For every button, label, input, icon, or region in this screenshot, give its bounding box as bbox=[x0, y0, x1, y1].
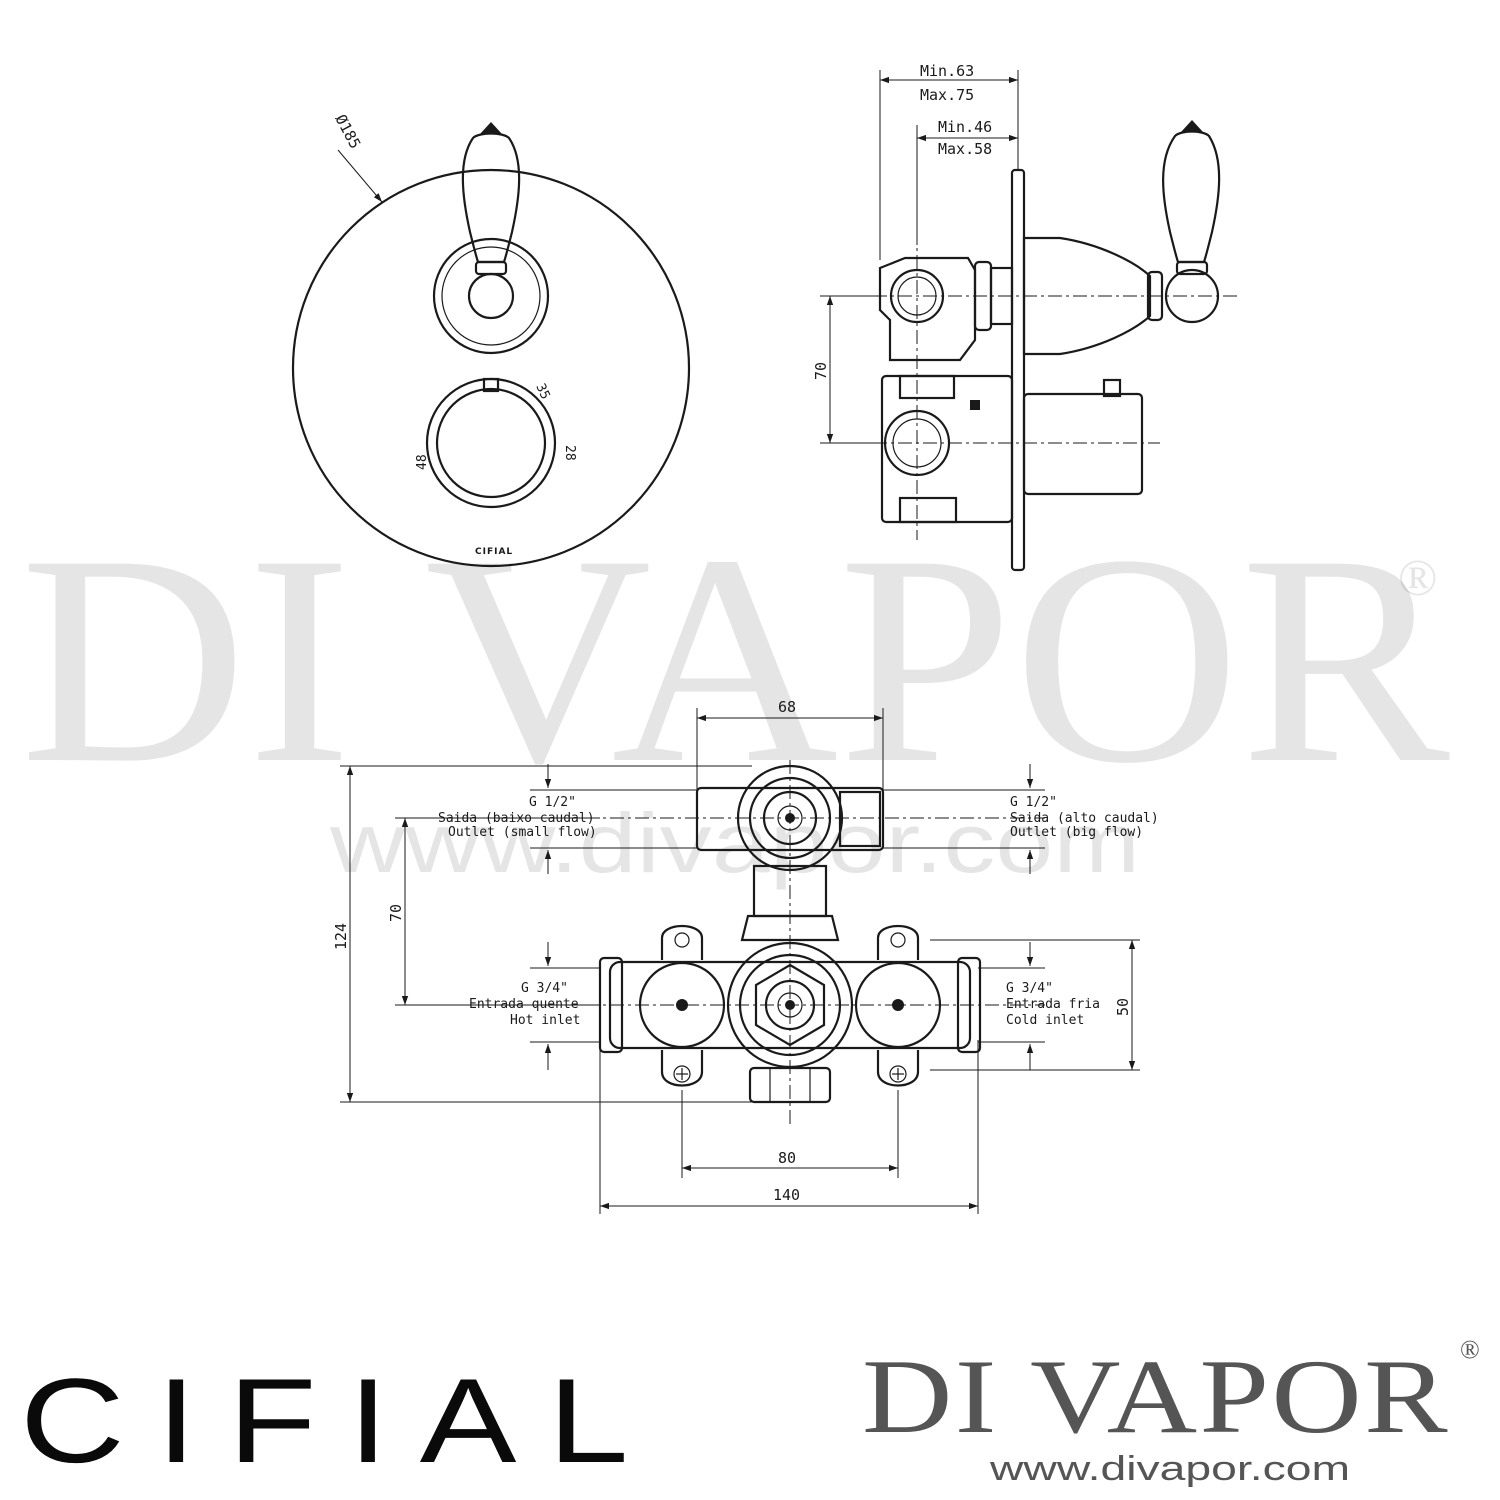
total-width-label: 140 bbox=[773, 1186, 800, 1204]
side-cover-plate bbox=[1010, 168, 1026, 572]
outlet-small-label-pt: Saida (baixo caudal) bbox=[438, 811, 595, 826]
lever-flange-outer bbox=[432, 237, 550, 355]
scale-mark-35: 35 bbox=[532, 381, 552, 402]
depth-inner-max: Max.58 bbox=[938, 140, 992, 158]
side-lever-handle bbox=[1162, 120, 1221, 324]
total-height-label: 124 bbox=[332, 923, 350, 950]
side-spacing-label: 70 bbox=[812, 362, 830, 380]
watermark-url: www.divapor.com bbox=[329, 796, 1140, 890]
diameter-leader bbox=[337, 149, 383, 203]
inlet-cold-label-en: Cold inlet bbox=[1006, 1013, 1084, 1028]
outlet-small-thread: G 1/2" bbox=[529, 795, 576, 810]
inlet-cold-label-pt: Entrada fria bbox=[1006, 997, 1100, 1012]
depth-inner-min: Min.46 bbox=[938, 118, 992, 136]
lever-handle bbox=[461, 122, 521, 320]
outlet-small-label-en: Outlet (small flow) bbox=[448, 825, 597, 840]
lever-cap bbox=[480, 122, 502, 134]
inlet-hot-label-pt: Entrada quente bbox=[469, 997, 579, 1012]
outlet-manifold bbox=[695, 786, 885, 852]
front-view: Ø185 35 28 48 CIFIAL bbox=[291, 111, 691, 568]
diameter-label: Ø185 bbox=[331, 111, 364, 151]
divapor-url: www.divapor.com bbox=[989, 1450, 1350, 1488]
depth-outer-max: Max.75 bbox=[920, 86, 974, 104]
cifial-logo: CIFIAL bbox=[20, 1354, 660, 1488]
watermark-registered-mark: ® bbox=[1398, 550, 1438, 607]
side-view: Min.63 Max.75 Min.46 Max.58 70 bbox=[812, 62, 1240, 572]
front-cover-plate bbox=[291, 168, 691, 568]
divapor-logo: DI VAPOR bbox=[862, 1338, 1450, 1455]
depth-outer-min: Min.63 bbox=[920, 62, 974, 80]
inlet-hot-thread: G 3/4" bbox=[521, 981, 568, 996]
body-view: 68 124 70 50 80 140 bbox=[332, 698, 1159, 1214]
inlet-cold-thread: G 3/4" bbox=[1006, 981, 1053, 996]
inlet-hot-label-en: Hot inlet bbox=[510, 1013, 580, 1028]
inlet-height-label: 50 bbox=[1114, 998, 1132, 1016]
hot-valve bbox=[638, 961, 726, 1049]
thermostatic-knob bbox=[425, 377, 557, 509]
fixing-spacing-label: 80 bbox=[778, 1149, 796, 1167]
mixer-body bbox=[598, 925, 982, 1104]
outlet-big-thread: G 1/2" bbox=[1010, 795, 1057, 810]
side-thermostatic-body bbox=[880, 374, 1144, 524]
diverter-body bbox=[695, 764, 885, 942]
lever-flange-inner bbox=[441, 246, 541, 346]
footer: CIFIAL DI VAPOR ® www.divapor.com bbox=[20, 1335, 1480, 1488]
scale-mark-28: 28 bbox=[562, 445, 577, 461]
cold-valve bbox=[854, 961, 942, 1049]
watermark-brand: DI VAPOR bbox=[20, 493, 1452, 825]
outlet-big-label-en: Outlet (big flow) bbox=[1010, 825, 1143, 840]
plate-brand-label: CIFIAL bbox=[475, 547, 513, 557]
outlet-big-label-pt: Saida (alto caudal) bbox=[1010, 811, 1159, 826]
scale-mark-48: 48 bbox=[415, 454, 430, 470]
side-lever-escutcheon bbox=[1022, 236, 1152, 356]
top-width-label: 68 bbox=[778, 698, 796, 716]
outlet-inlet-spacing-label: 70 bbox=[387, 904, 405, 922]
divapor-registered-mark: ® bbox=[1460, 1335, 1480, 1364]
side-diverter-body bbox=[878, 256, 1014, 362]
watermark: DI VAPOR ® www.divapor.com bbox=[20, 493, 1452, 890]
